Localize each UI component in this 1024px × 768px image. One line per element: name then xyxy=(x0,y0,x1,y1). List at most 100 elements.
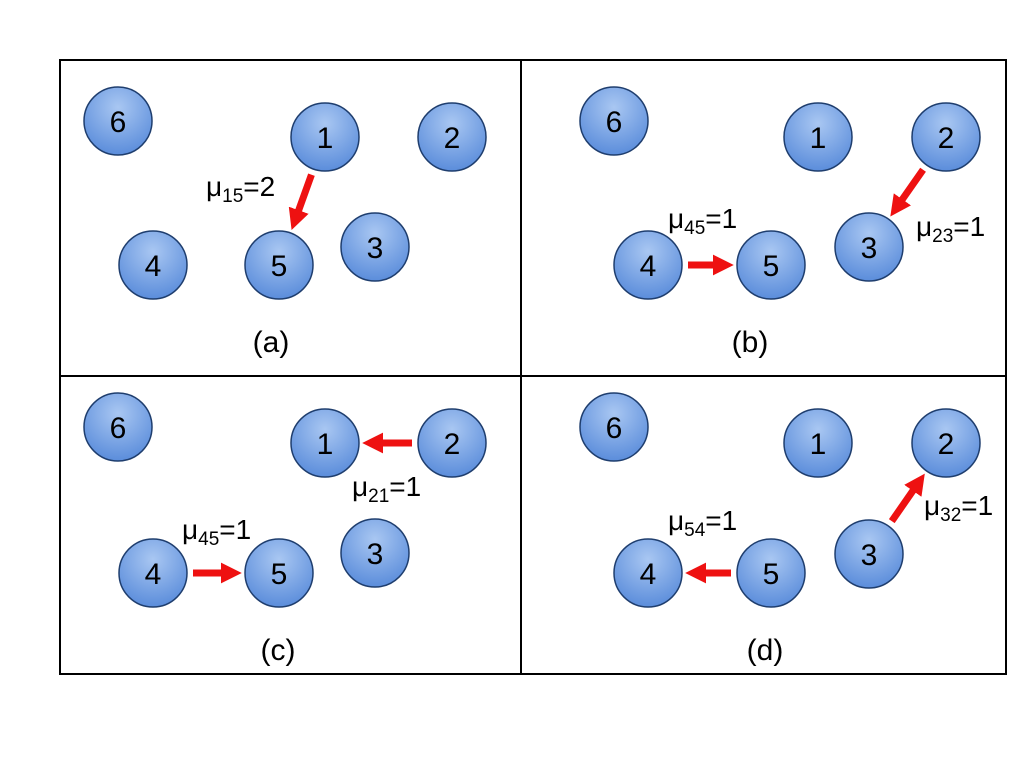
edge-label-54: μ54=1 xyxy=(668,505,737,541)
node-circle xyxy=(783,102,853,172)
edge-label-symbol: μ xyxy=(352,471,368,502)
node-circle xyxy=(613,538,683,608)
node-6: 6 xyxy=(83,392,153,462)
node-circle xyxy=(118,538,188,608)
node-circle xyxy=(834,519,904,589)
edge-label-subscript: 15 xyxy=(222,186,243,207)
node-label: 1 xyxy=(317,122,334,155)
panel-caption: (d) xyxy=(747,634,784,667)
edge-arrow-2-3 xyxy=(890,167,926,217)
node-circle xyxy=(579,86,649,156)
node-1: 1 xyxy=(783,102,853,172)
edge-label-subscript: 54 xyxy=(684,520,706,541)
node-3: 3 xyxy=(834,519,904,589)
node-5: 5 xyxy=(244,538,314,608)
node-label: 2 xyxy=(444,122,461,155)
edge-label-symbol: μ xyxy=(668,203,684,234)
figure-frame xyxy=(59,59,1007,675)
node-circle xyxy=(613,230,683,300)
edge-label-32: μ32=1 xyxy=(924,490,993,526)
node-circle xyxy=(417,102,487,172)
node-1: 1 xyxy=(290,102,360,172)
node-circle xyxy=(244,538,314,608)
outer-border xyxy=(59,59,1007,675)
node-3: 3 xyxy=(340,518,410,588)
node-label: 5 xyxy=(763,558,780,591)
node-label: 6 xyxy=(110,106,127,139)
node-4: 4 xyxy=(118,538,188,608)
node-5: 5 xyxy=(244,230,314,300)
node-circle xyxy=(911,102,981,172)
panel-a: μ15=2 1 2 3 4 5 6 (a) xyxy=(83,86,487,359)
edge-label-subscript: 23 xyxy=(932,226,953,247)
node-label: 6 xyxy=(110,412,127,445)
edge-label-value: =1 xyxy=(705,203,737,234)
node-2: 2 xyxy=(911,102,981,172)
node-label: 6 xyxy=(606,106,623,139)
node-5: 5 xyxy=(736,538,806,608)
node-circle xyxy=(736,230,806,300)
panel-caption: (c) xyxy=(261,634,296,667)
edge-arrow-1-5 xyxy=(288,173,315,230)
node-label: 5 xyxy=(763,250,780,283)
edge-label-value: =1 xyxy=(705,505,737,536)
node-circle xyxy=(83,392,153,462)
node-label: 3 xyxy=(861,232,878,265)
node-label: 1 xyxy=(810,428,827,461)
node-circle xyxy=(290,408,360,478)
node-label: 4 xyxy=(640,558,657,591)
node-label: 2 xyxy=(444,428,461,461)
node-circle xyxy=(417,408,487,478)
node-circle xyxy=(118,230,188,300)
node-label: 4 xyxy=(640,250,657,283)
node-label: 3 xyxy=(367,538,384,571)
node-4: 4 xyxy=(118,230,188,300)
node-1: 1 xyxy=(783,408,853,478)
node-circle xyxy=(340,518,410,588)
node-label: 1 xyxy=(810,122,827,155)
edge-label-symbol: μ xyxy=(668,505,684,536)
node-circle xyxy=(834,212,904,282)
node-5: 5 xyxy=(736,230,806,300)
node-4: 4 xyxy=(613,538,683,608)
edge-label-value: =1 xyxy=(219,514,251,545)
edge-label-symbol: μ xyxy=(924,490,940,521)
edge-label-21: μ21=1 xyxy=(352,471,421,507)
edge-label-value: =1 xyxy=(953,211,985,242)
node-label: 5 xyxy=(271,558,288,591)
node-circle xyxy=(83,86,153,156)
node-label: 5 xyxy=(271,250,288,283)
edge-label-23: μ23=1 xyxy=(916,211,985,247)
panel-caption: (a) xyxy=(253,326,290,359)
node-circle xyxy=(579,392,649,462)
node-circle xyxy=(783,408,853,478)
node-2: 2 xyxy=(417,102,487,172)
edge-label-value: =1 xyxy=(389,471,421,502)
node-label: 3 xyxy=(367,232,384,265)
node-label: 4 xyxy=(145,558,162,591)
edge-label-subscript: 45 xyxy=(198,529,219,550)
edge-label-45: μ45=1 xyxy=(668,203,737,239)
edge-label-15: μ15=2 xyxy=(206,171,275,207)
panel-caption: (b) xyxy=(732,326,769,359)
node-label: 6 xyxy=(606,412,623,445)
edge-label-45: μ45=1 xyxy=(182,514,251,550)
edge-label-subscript: 45 xyxy=(684,218,705,239)
node-2: 2 xyxy=(911,408,981,478)
edge-label-symbol: μ xyxy=(182,514,198,545)
node-6: 6 xyxy=(579,86,649,156)
node-circle xyxy=(244,230,314,300)
node-3: 3 xyxy=(834,212,904,282)
node-label: 2 xyxy=(938,122,955,155)
node-label: 2 xyxy=(938,428,955,461)
node-circle xyxy=(911,408,981,478)
node-label: 4 xyxy=(145,250,162,283)
edge-label-value: =2 xyxy=(243,171,275,202)
node-6: 6 xyxy=(579,392,649,462)
node-1: 1 xyxy=(290,408,360,478)
node-circle xyxy=(340,212,410,282)
node-label: 1 xyxy=(317,428,334,461)
